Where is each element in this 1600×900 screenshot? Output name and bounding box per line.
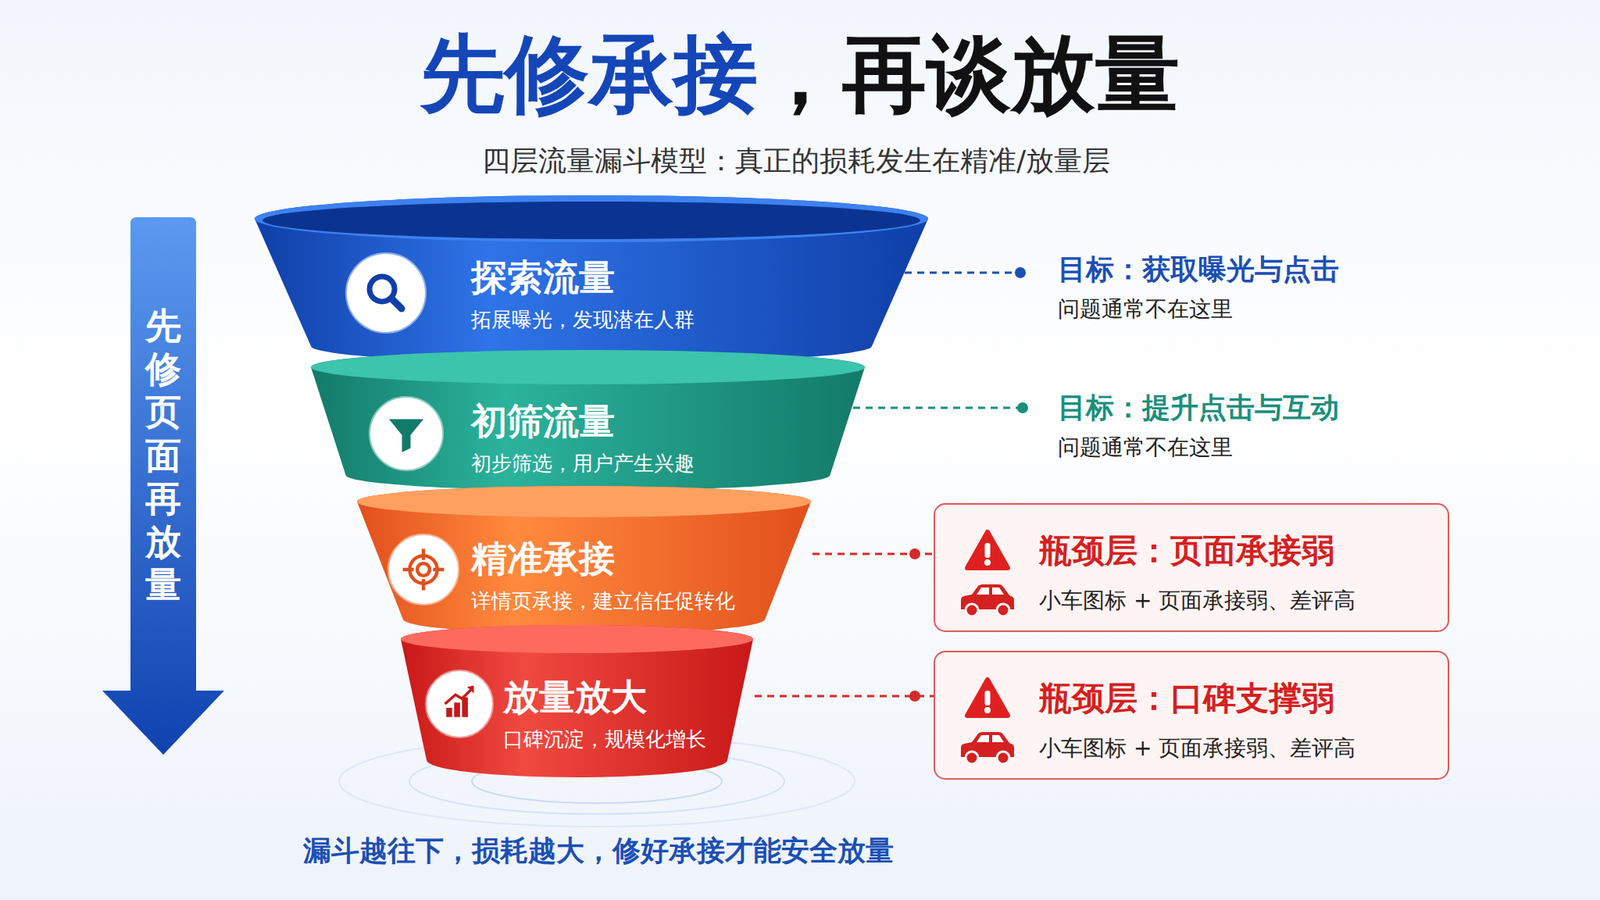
- alert-box: [934, 503, 1449, 632]
- text-group: 瓶颈层：口碑支撑弱小车图标 + 页面承接弱、差评高: [1039, 678, 1356, 762]
- band-body: [357, 485, 811, 635]
- subtitle: 四层流量漏斗模型：真正的损耗发生在精准/放量层: [482, 142, 1111, 179]
- band-body: [254, 195, 929, 364]
- node-heading: 瓶颈层：页面承接弱: [1039, 531, 1356, 571]
- node-heading: 放量放大: [503, 677, 707, 718]
- text-group: 探索流量拓展曝光，发现潜在人群: [471, 257, 695, 333]
- band-body: [400, 625, 754, 778]
- title: 先修承接，再谈放量: [420, 23, 1180, 125]
- annotation-text: 问题通常不在这里: [1057, 433, 1233, 461]
- alert-box: [934, 651, 1449, 779]
- text-group: 瓶颈层：页面承接弱小车图标 + 页面承接弱、差评高: [1039, 531, 1356, 615]
- car-icon: [960, 732, 1015, 765]
- node-heading: 瓶颈层：口碑支撑弱: [1039, 678, 1356, 718]
- leader-line: [904, 267, 1026, 279]
- funnel-band: 初筛流量初步筛选，用户产生兴趣: [310, 350, 865, 491]
- text-group: 精准承接详情页承接，建立信任促转化: [471, 539, 736, 615]
- dashed-connector: [754, 695, 934, 698]
- node-body: 口碑沉淀，规模化增长: [503, 726, 707, 754]
- node-body: 初步筛选，用户产生兴趣: [471, 450, 695, 478]
- text-group: 放量放大口碑沉淀，规模化增长: [503, 677, 707, 753]
- annotation-text: 问题通常不在这里: [1057, 295, 1233, 323]
- annotation-text: 目标：提升点击与互动: [1057, 389, 1340, 425]
- car-icon: [960, 584, 1015, 617]
- node-body: 详情页承接，建立信任促转化: [471, 588, 736, 615]
- bottleneck-box: 瓶颈层：口碑支撑弱小车图标 + 页面承接弱、差评高: [933, 650, 1450, 780]
- node-body: 拓展曝光，发现潜在人群: [471, 307, 695, 334]
- caption: 漏斗越往下，损耗越大，修好承接才能安全放量: [303, 832, 894, 868]
- funnel-band: 精准承接详情页承接，建立信任促转化: [357, 485, 811, 635]
- node-heading: 精准承接: [471, 539, 736, 579]
- band-icon: [426, 671, 493, 737]
- band-icon: [370, 397, 443, 470]
- node-body: 小车图标 + 页面承接弱、差评高: [1039, 734, 1356, 762]
- funnel-band: 探索流量拓展曝光，发现潜在人群: [254, 195, 929, 364]
- node-heading: 初筛流量: [471, 401, 695, 442]
- band-rim: [310, 350, 865, 385]
- warning-icon: [967, 679, 1008, 716]
- connector-group: [754, 690, 934, 702]
- annotation-text: 目标：获取曝光与点击: [1057, 251, 1340, 287]
- warning-icon: [967, 532, 1008, 568]
- text-group: 初筛流量初步筛选，用户产生兴趣: [471, 401, 695, 477]
- funnel-band: 放量放大口碑沉淀，规模化增长: [400, 625, 754, 778]
- connector-dot: [909, 690, 921, 702]
- vertical-label: 先修页面，再放量: [145, 304, 182, 607]
- band-rim: [400, 625, 754, 654]
- band-body: [310, 350, 865, 491]
- connector-group: [812, 548, 934, 560]
- title-row: 先修承接，再谈放量: [0, 23, 1600, 125]
- text-group: 先修页面，再放量: [102, 304, 225, 607]
- band-rim: [357, 485, 811, 518]
- bottleneck-box: 瓶颈层：页面承接弱小车图标 + 页面承接弱、差评高: [933, 503, 1450, 633]
- node-body: 小车图标 + 页面承接弱、差评高: [1039, 586, 1356, 615]
- band-rim: [254, 195, 929, 243]
- arrow-shape: [102, 217, 225, 755]
- connector-dot: [909, 548, 921, 560]
- band-icon: [389, 535, 458, 604]
- arrow-banner: 先修页面，再放量: [102, 217, 225, 755]
- band-opening: [262, 201, 921, 240]
- band-icon: [346, 253, 425, 333]
- node-heading: 探索流量: [471, 257, 695, 298]
- leader-line: [853, 402, 1029, 414]
